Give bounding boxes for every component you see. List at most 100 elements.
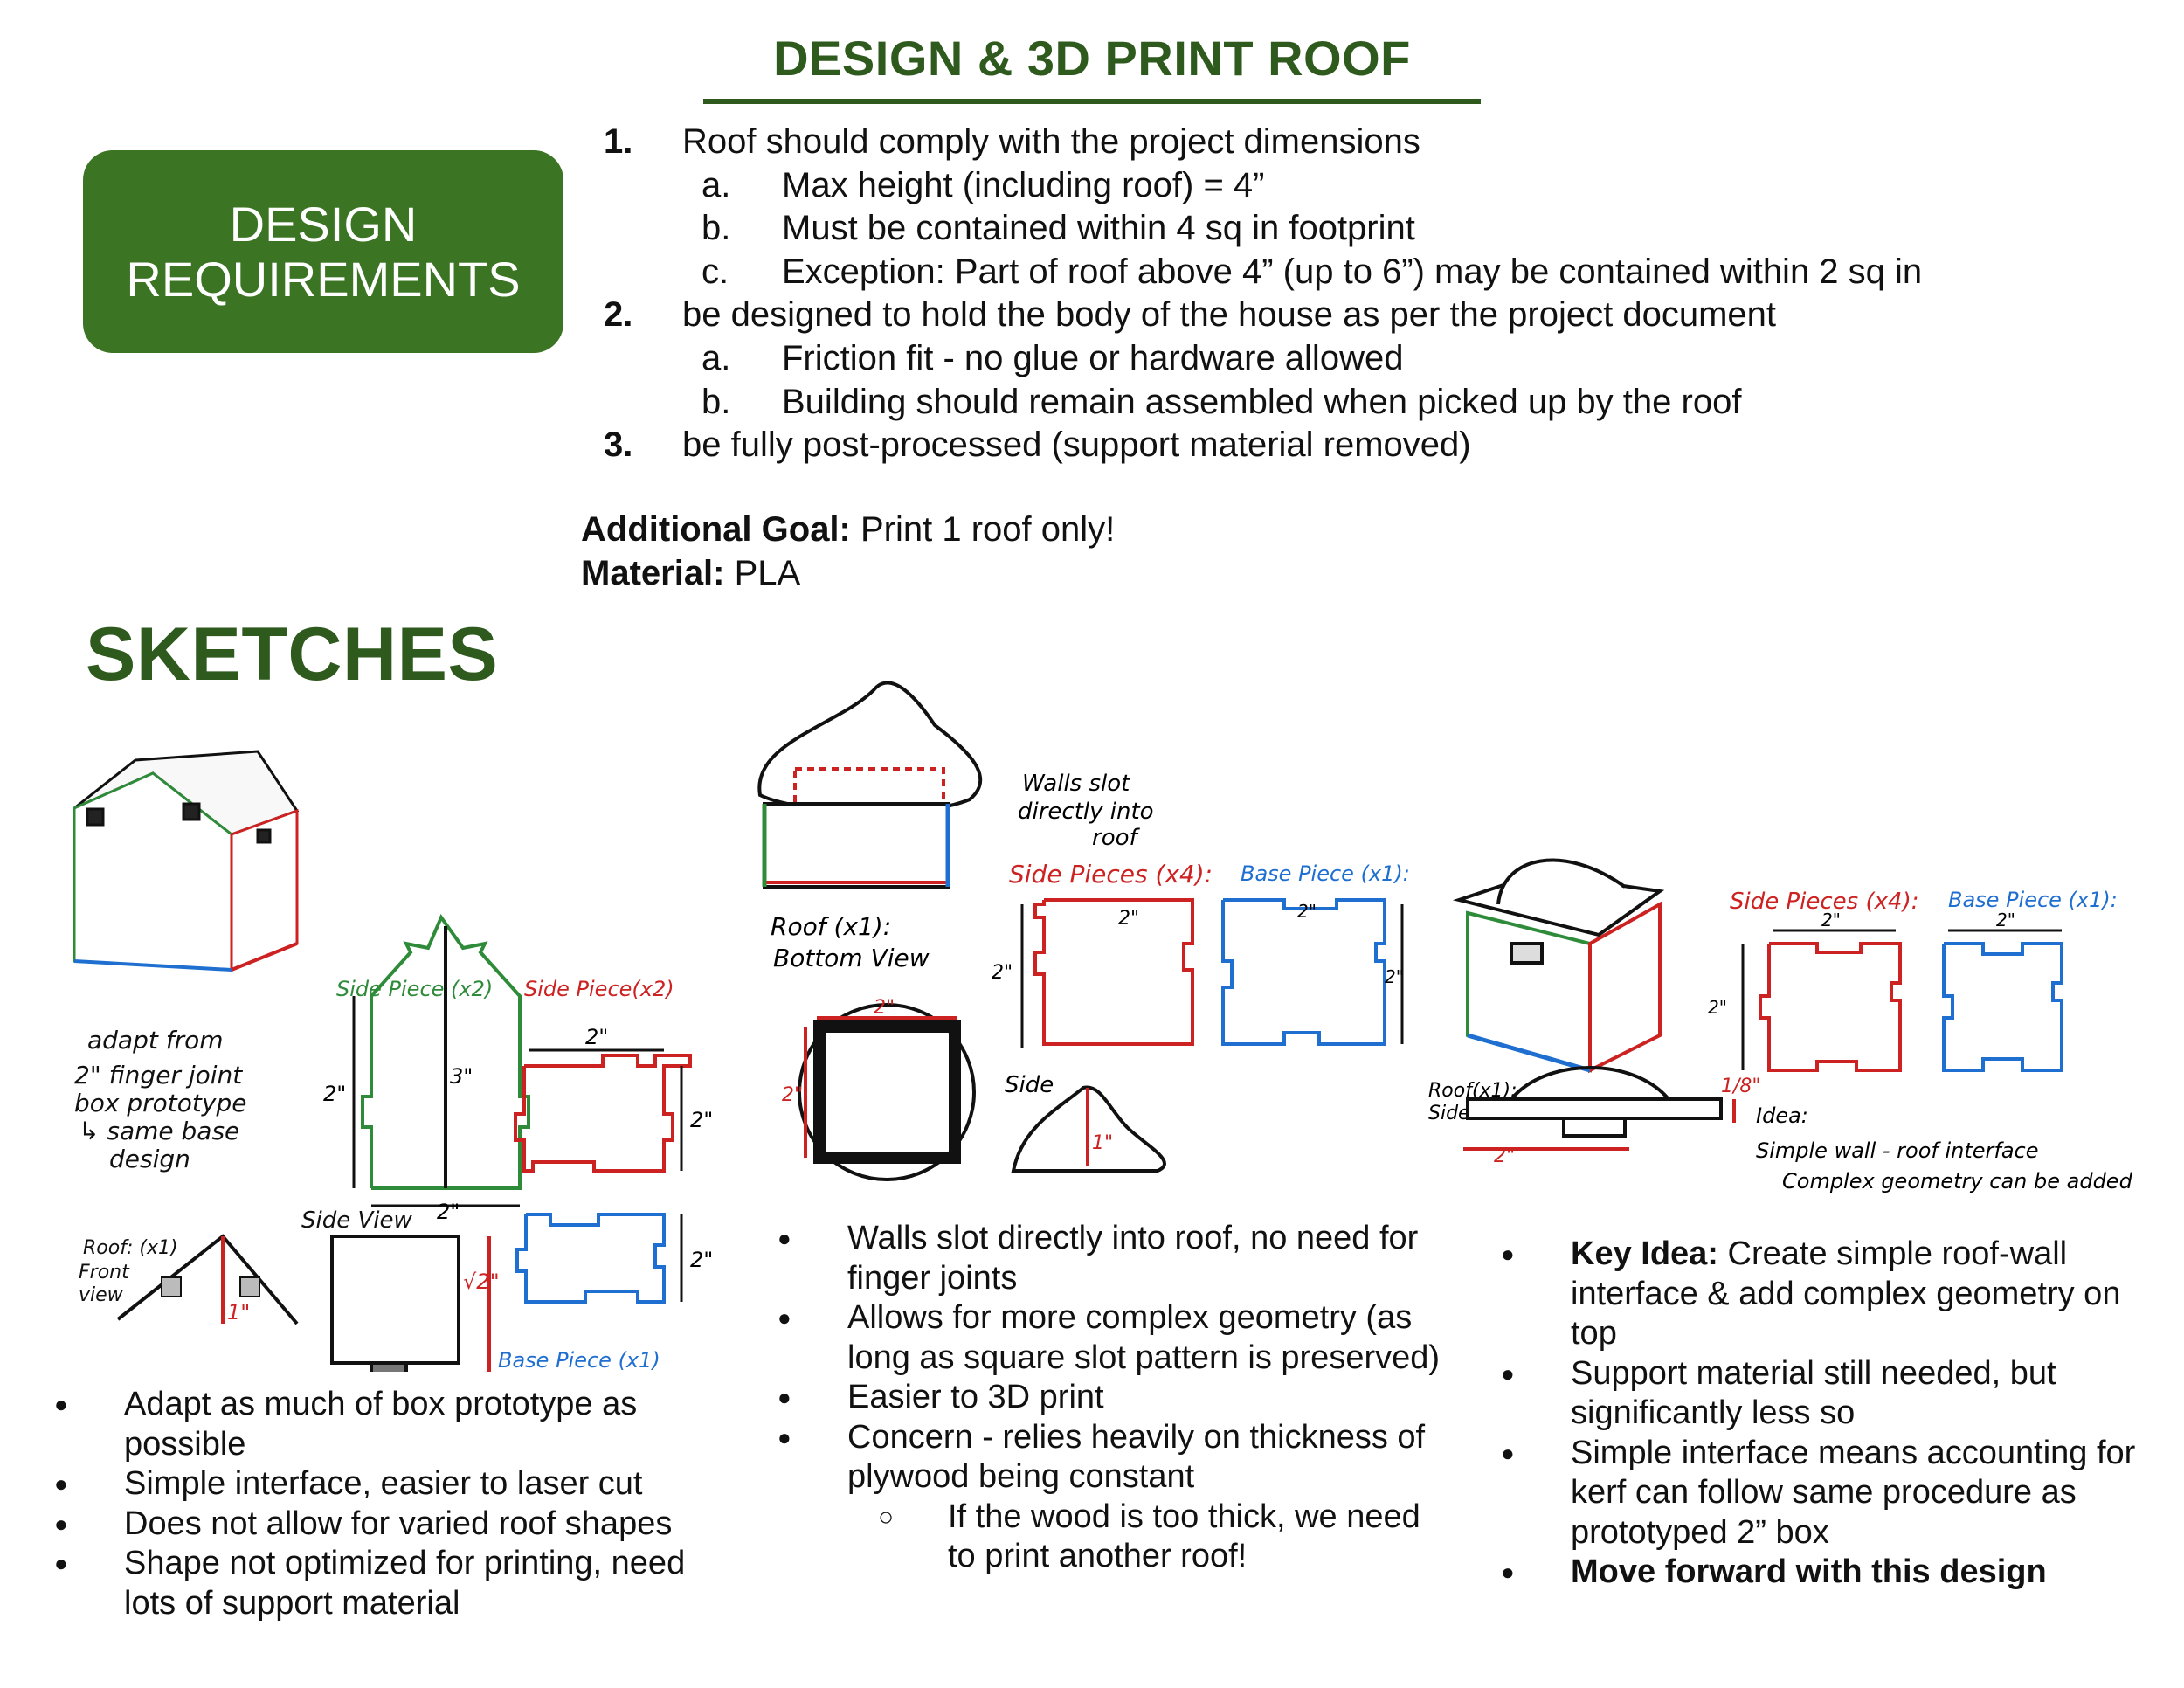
material-label: Material: bbox=[581, 553, 725, 592]
additional-goal-value: Print 1 roof only! bbox=[850, 510, 1116, 549]
dim-label-top: 2" bbox=[585, 1025, 608, 1049]
red-side-piece bbox=[1020, 898, 1194, 1048]
dim-label-bottom: 2" bbox=[437, 1200, 460, 1224]
red-side-piece bbox=[514, 1048, 692, 1173]
sub-letter: b. bbox=[702, 382, 731, 421]
sub-letter: c. bbox=[702, 252, 729, 291]
option3-sketch: Roof(x1):Side View 1/8" 2" Side Pieces (… bbox=[1428, 858, 2133, 1193]
dim-label-base-top: 2" bbox=[1297, 901, 1317, 922]
house-iso-drawing bbox=[73, 750, 300, 972]
page-title: DESIGN & 3D PRINT ROOF bbox=[773, 31, 1411, 86]
roof-dome-house bbox=[757, 681, 983, 889]
list-item: Adapt as much of box prototype as possib… bbox=[54, 1385, 744, 1464]
sub-text: Must be contained within 4 sq in footpri… bbox=[782, 209, 1415, 248]
list-item: Concern - relies heavily on thickness of… bbox=[778, 1418, 1441, 1498]
list-item: b. Must be contained within 4 sq in footp… bbox=[581, 207, 2153, 251]
dim-label-base-top: 2" bbox=[1996, 910, 2015, 930]
sub-text: Max height (including roof) = 4” bbox=[782, 165, 1265, 204]
list-item: 2. be designed to hold the body of the ho… bbox=[581, 294, 2153, 337]
material: Material: PLA bbox=[581, 552, 1115, 596]
dim-label-roof: 1" bbox=[227, 1300, 250, 1325]
label-side-view: Side View bbox=[301, 1207, 412, 1234]
dim-label-height: 3" bbox=[450, 1064, 473, 1089]
label-side: Side bbox=[1005, 1072, 1054, 1098]
dim-label-left: 2" bbox=[992, 962, 1013, 984]
roof-side-view bbox=[1463, 1066, 1736, 1151]
list-item: 1. Roof should comply with the project di… bbox=[581, 121, 2153, 164]
roof-side-profile bbox=[1011, 1085, 1166, 1173]
badge-line-2: REQUIREMENTS bbox=[126, 252, 521, 307]
option2-notes: Walls slot directly into roof, no need f… bbox=[778, 1219, 1441, 1577]
dim-label-side-bottom: 2" bbox=[380, 1370, 403, 1372]
badge-line-1: DESIGN bbox=[229, 196, 418, 252]
additional-goal: Additional Goal: Print 1 roof only! bbox=[581, 508, 1115, 552]
label-idea-note2: Complex geometry can be added bbox=[1782, 1169, 2133, 1193]
red-side-piece bbox=[1741, 929, 1902, 1072]
list-item: Easier to 3D print bbox=[778, 1378, 1441, 1418]
list-item: b. Building should remain assembled when … bbox=[581, 381, 2153, 425]
dim-label-roof-left: 2" bbox=[782, 1084, 803, 1106]
additional-info: Additional Goal: Print 1 roof only! Mate… bbox=[581, 508, 1115, 595]
requirements-list: 1. Roof should comply with the project di… bbox=[581, 121, 2153, 467]
list-item: Support material still needed, but signi… bbox=[1501, 1354, 2165, 1434]
material-value: PLA bbox=[724, 553, 801, 592]
dim-label-roof-width: 2" bbox=[1494, 1145, 1515, 1167]
label-side-pieces: Side Pieces (x4): bbox=[1009, 860, 1213, 889]
list-item: Walls slot directly into roof, no need f… bbox=[778, 1219, 1441, 1298]
list-item: Move forward with this design bbox=[1501, 1553, 2165, 1593]
list-item: Simple interface means accounting for ke… bbox=[1501, 1434, 2165, 1553]
dim-label-roof-top: 2" bbox=[874, 997, 895, 1019]
dim-label-side: √2" bbox=[463, 1269, 500, 1294]
roof-bottom-view bbox=[798, 1003, 976, 1181]
blue-base-piece bbox=[1221, 898, 1404, 1046]
key-idea-text: Create simple roof-wall interface & add … bbox=[1571, 1235, 2121, 1352]
dim-label-base-right: 2" bbox=[1385, 966, 1404, 987]
list-item: 3. be fully post-processed (support mater… bbox=[581, 424, 2153, 467]
item-number: 3. bbox=[604, 425, 633, 465]
sub-letter: a. bbox=[702, 165, 731, 204]
label-idea-note1: Simple wall - roof interface bbox=[1756, 1138, 2039, 1163]
additional-goal-label: Additional Goal: bbox=[581, 510, 851, 549]
design-requirements-badge: DESIGN REQUIREMENTS bbox=[83, 150, 563, 353]
sub-letter: b. bbox=[702, 209, 731, 248]
label-roof-bottom: Roof (x1):Bottom View bbox=[771, 912, 930, 972]
roof-front-view bbox=[116, 1234, 299, 1325]
label-side-pieces: Side Pieces (x4): bbox=[1730, 889, 1918, 915]
sketches-heading: SKETCHES bbox=[86, 612, 499, 696]
option1-notes: Adapt as much of box prototype as possib… bbox=[54, 1385, 744, 1623]
option1-sketch: Side Piece (x2) Side Piece(x2) adapt fro… bbox=[73, 750, 713, 1372]
sub-text: Building should remain assembled when pi… bbox=[782, 382, 1742, 421]
list-item: c. Exception: Part of roof above 4” (up t… bbox=[581, 251, 2153, 294]
dim-label-thickness: 1/8" bbox=[1721, 1076, 1761, 1097]
dome-house-iso bbox=[1452, 858, 1665, 1074]
dim-label-base: 2" bbox=[690, 1248, 713, 1272]
title-underline bbox=[703, 99, 1481, 104]
sub-list-item: If the wood is too thick, we need to pri… bbox=[778, 1498, 1441, 1577]
label-base-piece: Base Piece (x1): bbox=[1241, 861, 1410, 886]
dim-label-left: 2" bbox=[323, 1082, 346, 1106]
item-number: 2. bbox=[604, 295, 633, 335]
dim-label-right: 2" bbox=[690, 1108, 713, 1132]
final-decision: Move forward with this design bbox=[1571, 1553, 2047, 1590]
item-text: Roof should comply with the project dime… bbox=[682, 122, 1420, 161]
key-idea-label: Key Idea: bbox=[1571, 1235, 1718, 1272]
sub-text: Exception: Part of roof above 4” (up to … bbox=[782, 252, 1923, 291]
item-number: 1. bbox=[604, 122, 633, 161]
blue-base-piece bbox=[1942, 929, 2063, 1072]
blue-base-piece bbox=[515, 1213, 683, 1304]
dim-label-roof-height: 1" bbox=[1092, 1132, 1113, 1154]
list-item: Simple interface, easier to laser cut bbox=[54, 1464, 744, 1505]
item-text: be designed to hold the body of the hous… bbox=[682, 295, 1776, 335]
label-side-piece-green: Side Piece (x2) bbox=[336, 977, 493, 1001]
dim-label-left: 2" bbox=[1708, 997, 1727, 1018]
label-side-piece-red: Side Piece(x2) bbox=[524, 977, 674, 1001]
list-item: Allows for more complex geometry (as lon… bbox=[778, 1298, 1441, 1378]
label-idea: Idea: bbox=[1756, 1103, 1808, 1128]
list-item: a. Max height (including roof) = 4” bbox=[581, 164, 2153, 208]
item-text: be fully post-processed (support materia… bbox=[682, 425, 1471, 465]
label-base-piece: Base Piece (x1): bbox=[1948, 888, 2118, 912]
label-base-piece: Base Piece (x1) bbox=[498, 1348, 660, 1372]
